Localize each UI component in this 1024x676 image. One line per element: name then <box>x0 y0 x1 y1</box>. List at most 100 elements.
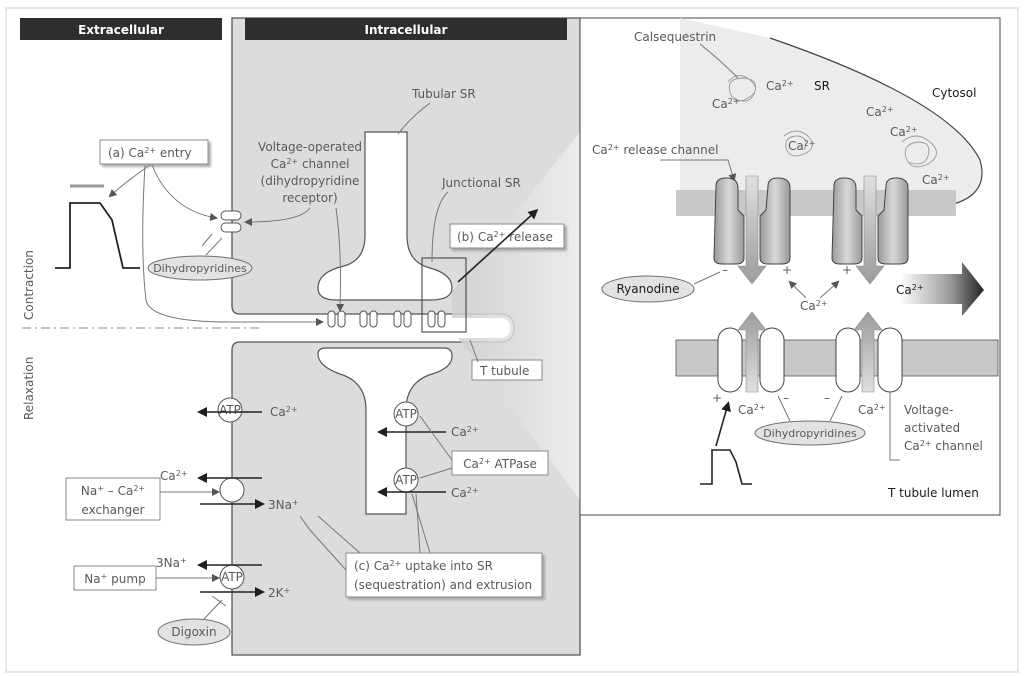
outer-frame <box>5 7 1019 673</box>
tubular-sr-label: Tubular SR <box>411 87 476 101</box>
digoxin-label: Digoxin <box>171 625 216 639</box>
ca-atpase-box <box>451 450 549 476</box>
ryanodine-channel-right <box>831 177 909 265</box>
dhp-receptor-bottom <box>220 222 242 233</box>
big-ca-label: Ca2+ <box>896 283 924 298</box>
tubule-plus: + <box>712 391 722 405</box>
ca-extrusion-label: Ca2+ <box>270 405 298 420</box>
exchanger-ca-label: Ca2+ <box>160 469 188 484</box>
zoom-box <box>421 257 467 333</box>
na-ca-line1: Na+ – Ca2+ <box>81 484 145 499</box>
digoxin-inhibit-bar <box>211 595 227 607</box>
ca-entry-box <box>99 139 209 165</box>
tubule-ca-left: Ca2+ <box>738 403 766 418</box>
release-arrow <box>457 208 539 283</box>
voltage-op-arrow-2 <box>335 207 345 312</box>
c-leader-sr-2 <box>411 493 431 554</box>
dhp-inhibit-bar <box>201 233 213 247</box>
release-channel-label: Ca2+ release channel <box>592 143 718 158</box>
ca-atpase-label: Ca2+ ATPase <box>463 457 537 472</box>
atp-pump-membrane <box>217 397 243 423</box>
sr-ca-1: Ca2+ <box>766 79 794 94</box>
extracellular-label: Extracellular <box>78 23 164 37</box>
feedback-arrow-right <box>819 280 840 299</box>
ryanodine-channel-left <box>713 177 791 265</box>
sr-uptake-ca-bottom: Ca2+ <box>451 486 479 501</box>
digoxin-oval <box>157 618 231 646</box>
action-potential-trace <box>55 202 140 269</box>
sr-ca-2: Ca2+ <box>712 97 740 112</box>
t-tubule-lumen-label: T tubule lumen <box>887 486 979 500</box>
calsequestrin-clusters <box>727 75 937 168</box>
ryanodine-minus: – <box>722 263 728 277</box>
voltage-op-arrow <box>244 207 311 226</box>
voltage-operated-line3: (dihydropyridine <box>261 174 360 188</box>
dhp-channels-inset <box>717 327 903 393</box>
dihydropyridines-oval-left <box>147 255 253 281</box>
na-pump-na-label: 3Na+ <box>156 556 187 571</box>
atp-label-membrane: ATP <box>219 403 241 417</box>
ca-entry-label: (a) Ca2+ entry <box>108 146 192 161</box>
ca-release-box <box>449 223 565 249</box>
relaxation-label: Relaxation <box>22 357 36 420</box>
feedback-arrow-left <box>788 280 807 299</box>
sr-ca-4: Ca2+ <box>890 125 918 140</box>
ca-release-label: (b) Ca2+ release <box>457 230 553 245</box>
junctional-sr-leader <box>431 191 449 263</box>
dhp-inset-inhibit-left <box>777 395 791 422</box>
na-ca-exchanger-box <box>65 477 161 521</box>
ryanodine-label: Ryanodine <box>616 282 679 296</box>
exchanger-na-label: 3Na+ <box>268 498 299 513</box>
ryanodine-oval <box>601 275 695 303</box>
ca-uptake-box <box>345 552 543 598</box>
extracellular-header <box>20 18 222 40</box>
sr-ca-3: Ca2+ <box>866 105 894 120</box>
voltage-activated-line3: Ca2+ channel <box>904 439 983 454</box>
ca-atpase-leader-bottom <box>419 467 453 479</box>
na-pump-label: Na+ pump <box>84 572 145 587</box>
na-ca-exchanger <box>219 477 245 503</box>
ca-uptake-line2: (sequestration) and extrusion <box>354 578 532 592</box>
voltage-activated-leader <box>889 392 900 461</box>
release-arrow-right <box>855 175 885 285</box>
cytosol-label: Cytosol <box>932 86 976 100</box>
sr-ca-6: Ca2+ <box>922 173 950 188</box>
junctional-feet <box>327 310 446 328</box>
contraction-label: Contraction <box>22 250 36 320</box>
inset-action-potential <box>700 449 752 485</box>
plus-right: + <box>842 263 852 277</box>
inset-sr-label: SR <box>814 79 830 93</box>
entry-arrow-right <box>853 311 883 393</box>
na-ca-line2: exchanger <box>81 503 144 517</box>
tubule-minus-left: – <box>783 391 789 405</box>
dhp-inhibit-left <box>205 237 223 256</box>
voltage-operated-line1: Voltage-operated <box>258 140 362 154</box>
intracellular-header <box>245 18 567 40</box>
junctional-sr-label: Junctional SR <box>441 176 521 190</box>
dhp-inset-inhibit-right <box>829 395 843 422</box>
calsequestrin-leader <box>699 43 739 79</box>
c-leader-exchanger-2 <box>317 515 361 554</box>
t-tubule-leader <box>469 339 479 363</box>
atp-label-sr-bottom: ATP <box>395 473 417 487</box>
inset-sr-membrane <box>680 37 983 206</box>
t-tubule-box <box>471 359 543 381</box>
big-ca-arrow <box>900 262 984 316</box>
c-leader-sr <box>415 493 421 554</box>
dhp-receptor-top <box>220 210 242 221</box>
inset-sr-lumen <box>680 18 982 215</box>
sr-ca-5: Ca2+ <box>788 139 816 154</box>
arrow-to-dhp <box>151 164 218 221</box>
release-channel-leader <box>660 159 737 182</box>
ca-uptake-line1: (c) Ca2+ uptake into SR <box>354 559 493 574</box>
arrow-to-junction <box>142 164 324 326</box>
entry-arrow-left <box>737 311 767 393</box>
dihydropyridines-label-inset: Dihydropyridines <box>763 427 857 440</box>
intracellular-label: Intracellular <box>365 23 448 37</box>
ryanodine-inhibit <box>693 271 721 285</box>
feedback-ca: Ca2+ <box>800 299 828 314</box>
plus-left: + <box>782 263 792 277</box>
atp-label-sr-top: ATP <box>395 407 417 421</box>
